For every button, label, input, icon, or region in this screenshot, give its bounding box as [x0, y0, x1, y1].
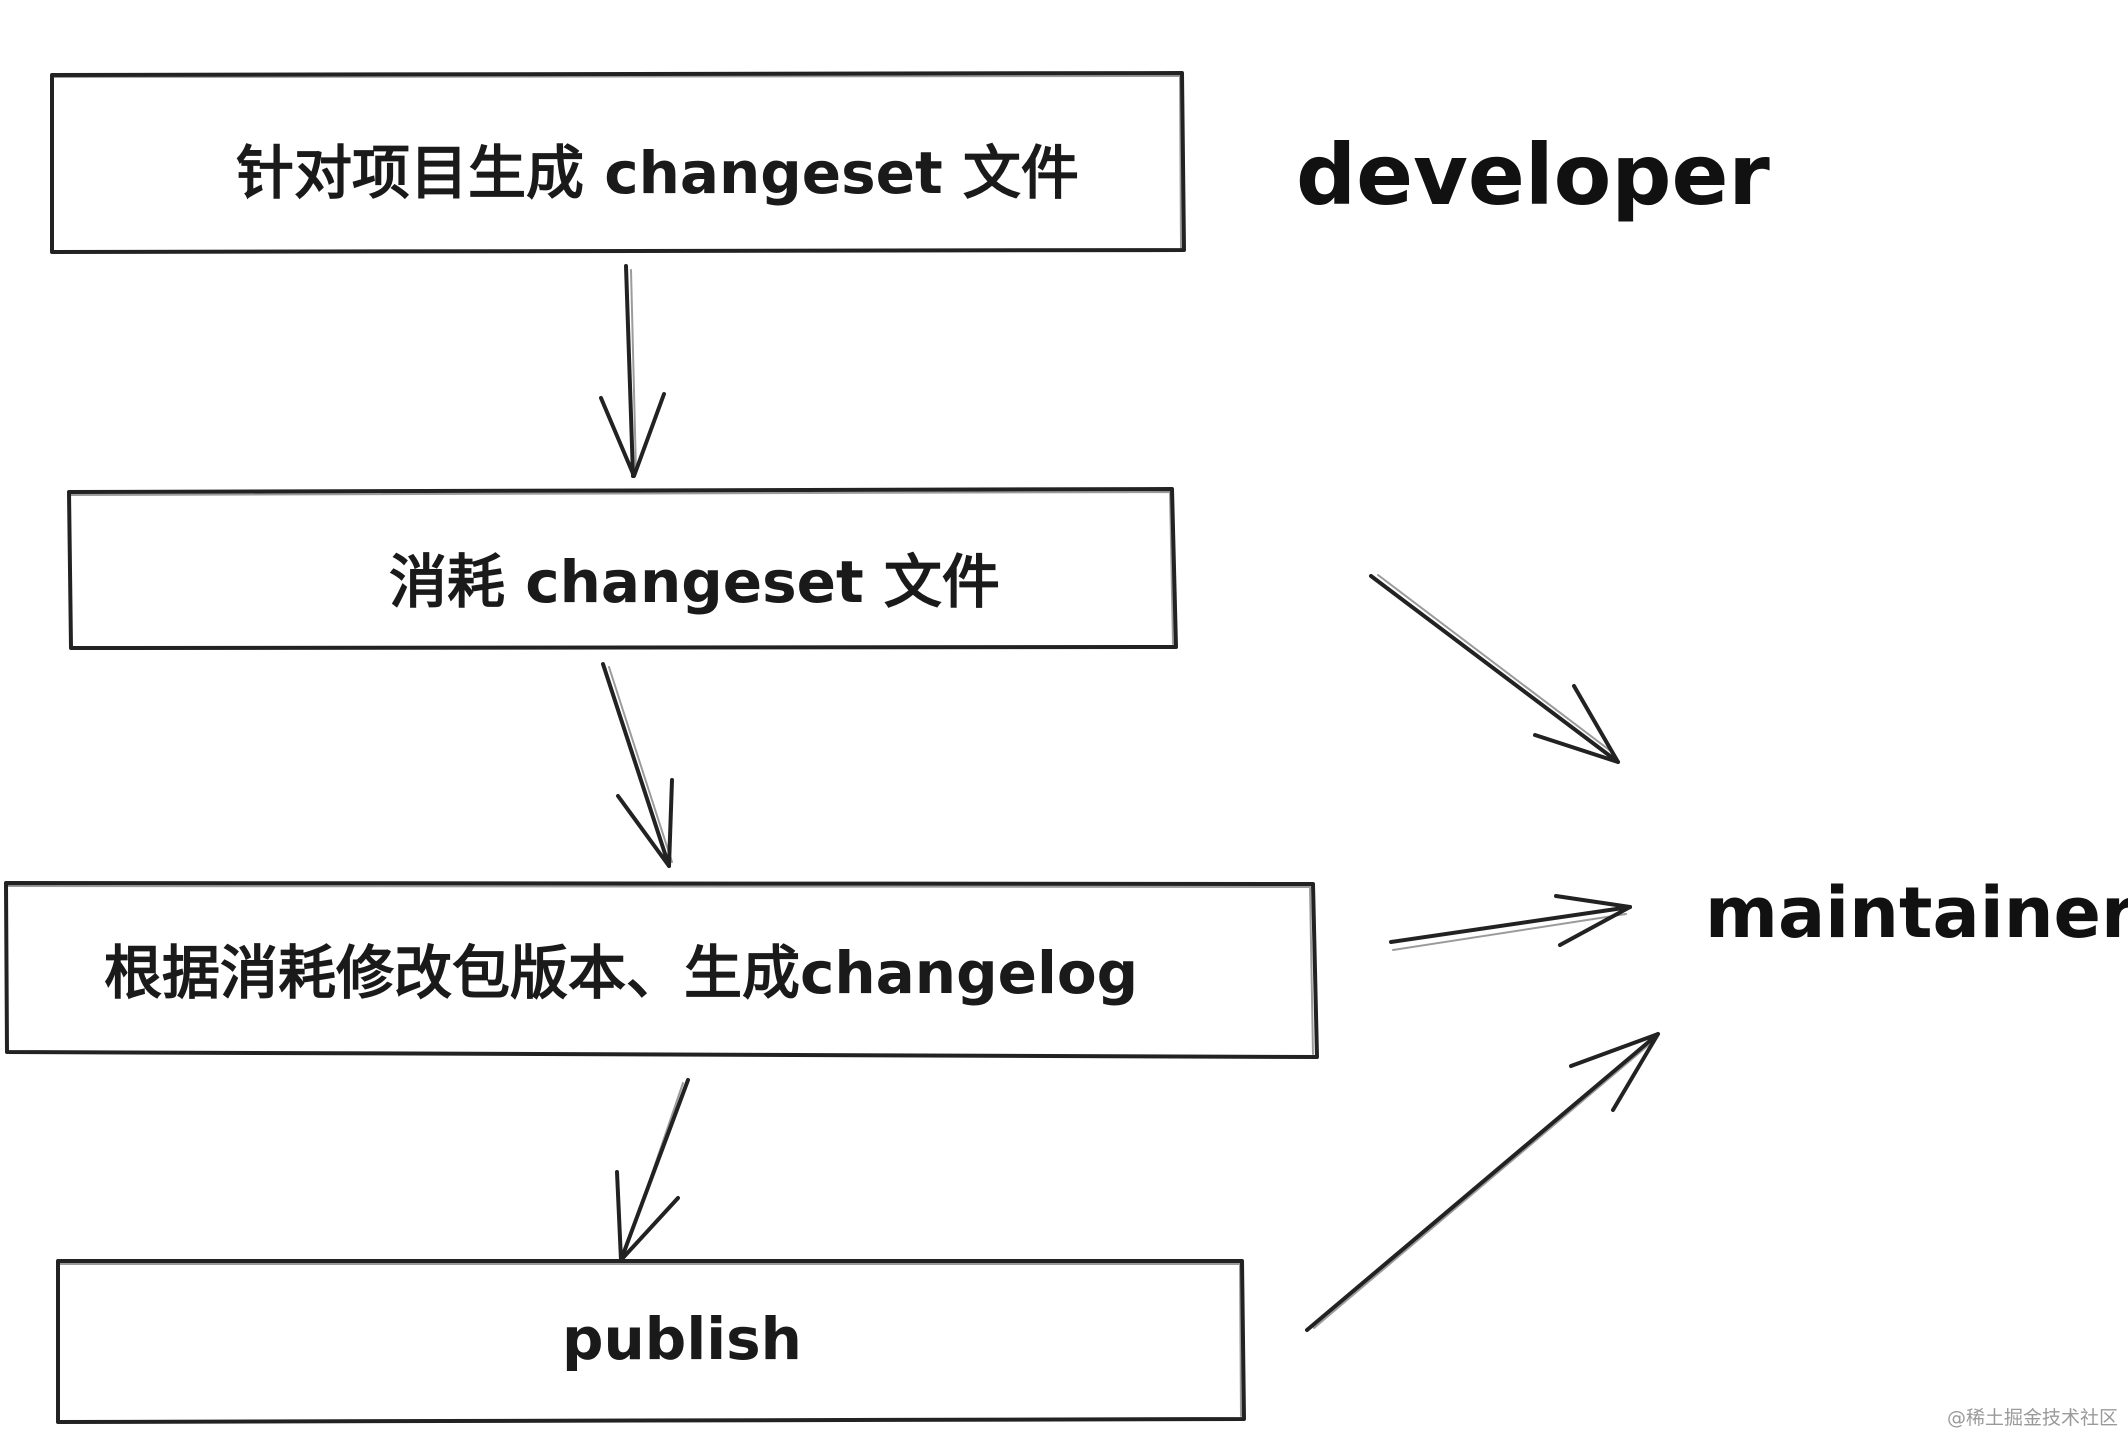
step-label-generate: 针对项目生成 changeset 文件: [236, 139, 1079, 207]
arrow-version-to-publish: [615, 1078, 690, 1262]
arrow-generate-to-consume: [599, 264, 666, 478]
step-label-version: 根据消耗修改包版本、生成changelog: [104, 939, 1138, 1007]
step-box-version: [4, 881, 1319, 1059]
role-label-developer: developer: [1296, 126, 1770, 224]
step-box-publish: [56, 1259, 1246, 1424]
watermark-text: @稀土掘金技术社区: [1946, 1407, 2118, 1429]
step-box-generate: [50, 71, 1186, 254]
step-label-publish: publish: [562, 1305, 802, 1373]
arrow-consume-to-maintainer: [1369, 574, 1620, 764]
step-label-consume: 消耗 changeset 文件: [389, 548, 1000, 616]
step-box-consume: [67, 487, 1178, 650]
arrow-version-to-maintainer: [1389, 894, 1632, 951]
arrow-consume-to-version: [601, 662, 674, 868]
role-label-maintainer: maintainer: [1705, 872, 2128, 954]
arrow-publish-to-maintainer: [1305, 1032, 1660, 1332]
